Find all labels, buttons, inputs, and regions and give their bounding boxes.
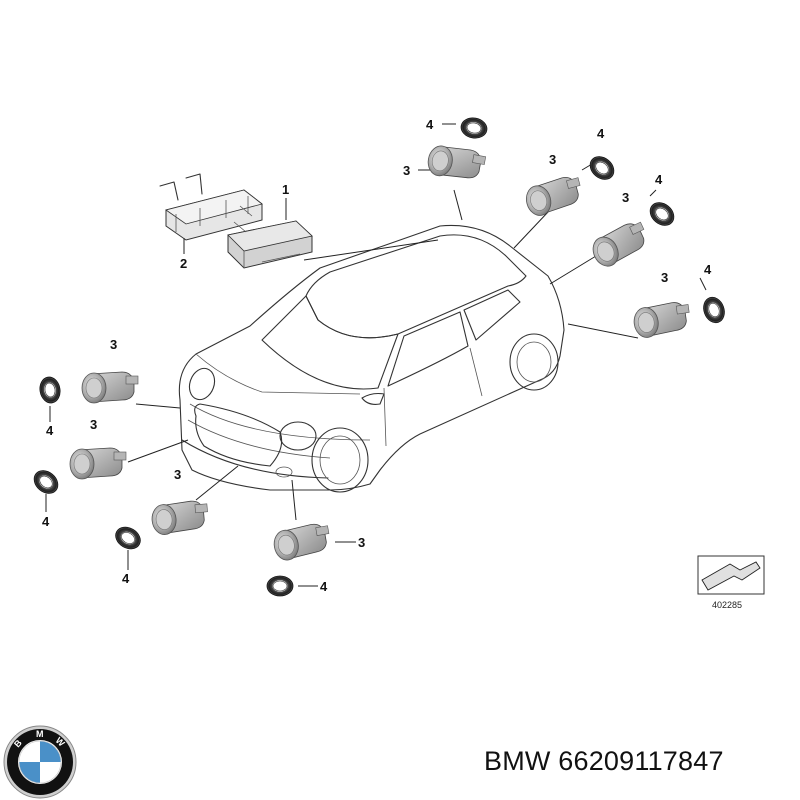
bmw-logo: B M W bbox=[3, 725, 77, 799]
callout-3: 3 bbox=[661, 270, 668, 285]
callout-3: 3 bbox=[90, 417, 97, 432]
callout-3: 3 bbox=[549, 152, 556, 167]
callout-1: 1 bbox=[282, 182, 289, 197]
callout-3: 3 bbox=[403, 163, 410, 178]
ring-front-left-1 bbox=[37, 375, 63, 405]
sensor-front-left-1 bbox=[81, 371, 139, 404]
ring-rear-top bbox=[459, 115, 489, 141]
callout-4: 4 bbox=[597, 126, 605, 141]
ring-rear-right-3 bbox=[699, 293, 729, 327]
callout-3: 3 bbox=[358, 535, 365, 550]
control-unit bbox=[227, 220, 313, 269]
sensor-front-left-2 bbox=[69, 447, 127, 480]
sensor-rear-top bbox=[425, 142, 487, 184]
ring-front-center bbox=[111, 522, 145, 554]
callout-3: 3 bbox=[110, 337, 117, 352]
sensor-rear-right-2 bbox=[587, 218, 653, 271]
car-outline bbox=[178, 224, 565, 493]
callout-4: 4 bbox=[122, 571, 130, 586]
callout-4: 4 bbox=[655, 172, 663, 187]
callout-4: 4 bbox=[426, 117, 434, 132]
ring-front-left-2 bbox=[29, 465, 63, 499]
sensor-front-center bbox=[150, 499, 210, 536]
bracket bbox=[159, 173, 263, 241]
logo-letter-b: B bbox=[12, 737, 24, 749]
sensor-rear-right-1 bbox=[522, 173, 586, 219]
callout-4: 4 bbox=[42, 514, 50, 529]
callout-2: 2 bbox=[180, 256, 187, 271]
diagram-reference-icon bbox=[697, 555, 765, 595]
part-number-caption: BMW 66209117847 bbox=[484, 746, 724, 776]
callout-4: 4 bbox=[46, 423, 54, 438]
leader-lines bbox=[45, 123, 707, 587]
ring-front-lower bbox=[266, 575, 294, 597]
ring-rear-right-2 bbox=[645, 197, 679, 231]
ring-rear-right-1 bbox=[585, 151, 619, 185]
diagram-reference-number: 402285 bbox=[712, 600, 742, 610]
callout-4: 4 bbox=[320, 579, 328, 594]
sensor-front-lower bbox=[271, 521, 333, 563]
sensor-rear-right-3 bbox=[631, 300, 693, 340]
callout-3: 3 bbox=[174, 467, 181, 482]
logo-letter-m: M bbox=[36, 729, 44, 739]
callout-4: 4 bbox=[704, 262, 712, 277]
callout-3: 3 bbox=[622, 190, 629, 205]
